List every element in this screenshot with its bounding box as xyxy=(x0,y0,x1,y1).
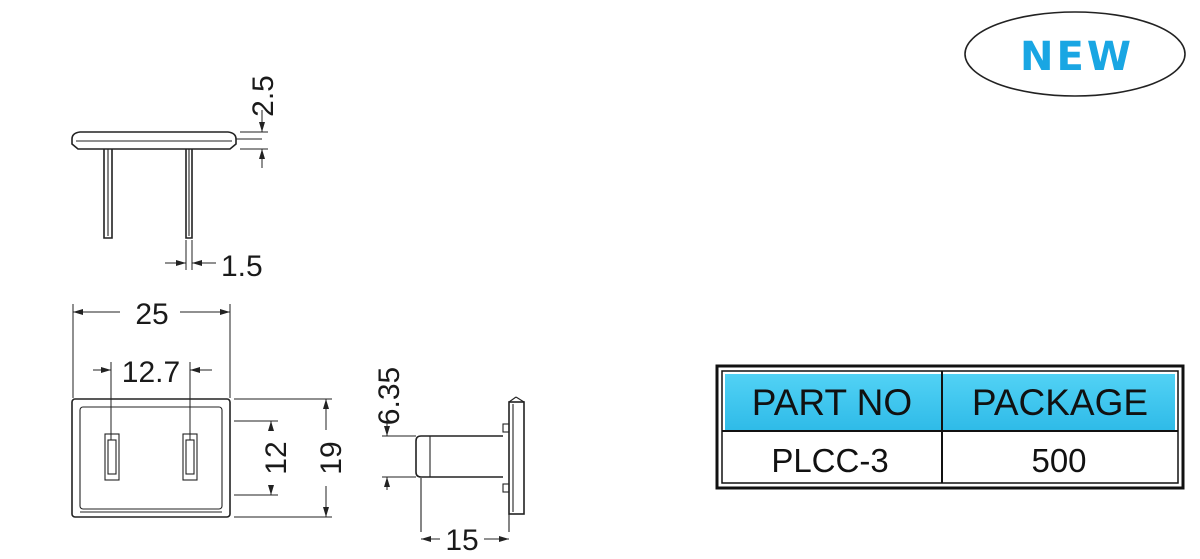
dim-pin-thickness: 1.5 xyxy=(221,250,263,283)
cap-outline xyxy=(71,131,237,150)
shaft-side-view: 6.35 15 xyxy=(373,367,525,557)
table-cell-package: 500 xyxy=(1031,442,1086,479)
table-cell-part-no: PLCC-3 xyxy=(771,442,888,479)
dim-inner-height: 12 xyxy=(260,441,293,474)
part-table: PART NO PACKAGE PLCC-3 500 xyxy=(715,364,1185,490)
dim-length: 15 xyxy=(445,524,478,557)
new-badge: NEW xyxy=(964,11,1186,97)
right-stem xyxy=(185,149,193,239)
table-header-package: PACKAGE xyxy=(972,382,1148,423)
pin-slot-left xyxy=(104,433,120,481)
housing-inner xyxy=(79,406,223,510)
housing-outer xyxy=(71,398,231,518)
shaft xyxy=(415,435,503,478)
dim-overall-width: 25 xyxy=(135,298,168,331)
new-badge-label: NEW xyxy=(1020,34,1134,80)
dim-shaft-diameter: 6.35 xyxy=(373,367,406,425)
flange xyxy=(508,401,525,515)
side-profile-view: 2.5 1.5 xyxy=(71,75,280,283)
dim-cap-thickness: 2.5 xyxy=(247,75,280,117)
dim-pin-spacing: 12.7 xyxy=(122,356,180,389)
dim-overall-height: 19 xyxy=(315,441,348,474)
pin-slot-right xyxy=(182,433,198,481)
left-stem xyxy=(103,149,113,239)
front-view: 25 12.7 12 19 xyxy=(71,298,348,518)
table-header-bg xyxy=(725,374,1175,430)
table-header-part-no: PART NO xyxy=(752,382,912,423)
